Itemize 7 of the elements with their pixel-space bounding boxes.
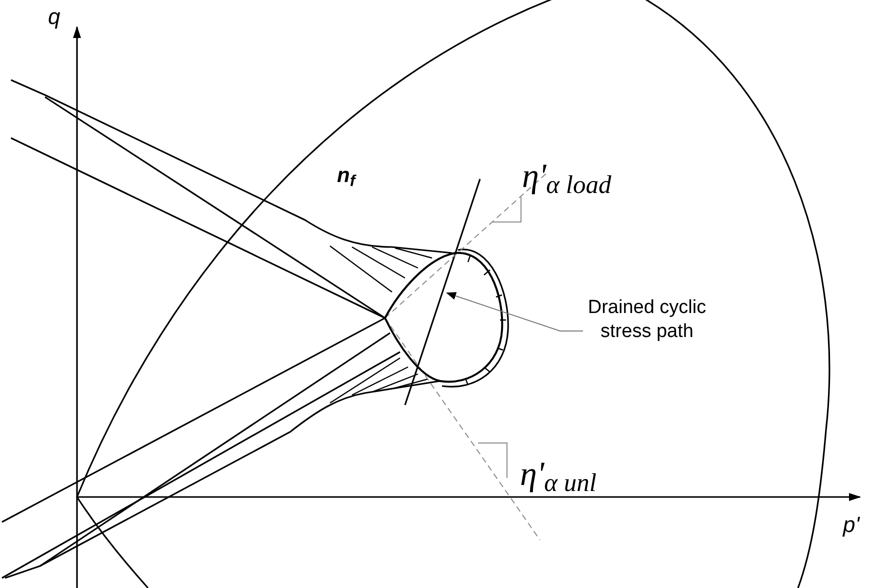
- axis-label: q: [48, 3, 60, 31]
- slope-label: η'$_{α unl}$: [520, 458, 596, 492]
- axis-label: p': [843, 511, 860, 539]
- slope-label: η'$_{α load}$: [522, 160, 612, 194]
- curve-label: n$_{f}$: [337, 163, 356, 192]
- stress-path-loop: [384, 252, 504, 383]
- leader-line: [446, 292, 584, 332]
